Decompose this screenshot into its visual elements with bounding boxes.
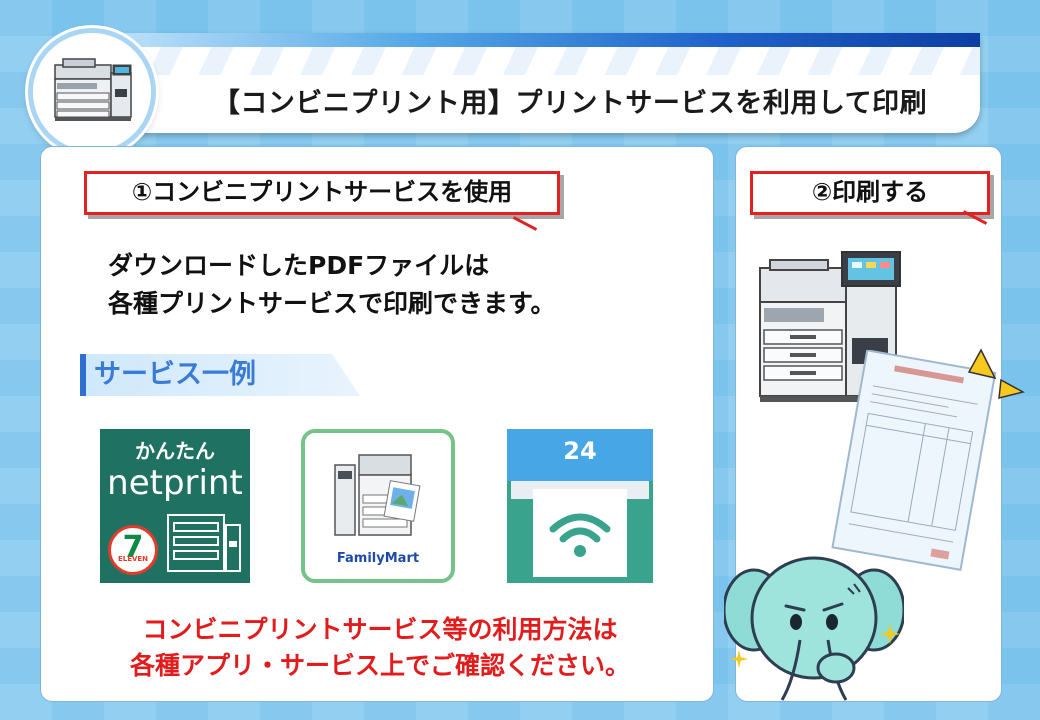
description-line-2: 各種プリントサービスで印刷できます。: [108, 289, 556, 318]
sparkle-icon: [967, 348, 1025, 399]
page-title: 【コンビニプリント用】プリントサービスを利用して印刷: [212, 88, 928, 119]
star-icon: [880, 624, 900, 644]
description-line-1: ダウンロードしたPDFファイルは: [108, 251, 490, 280]
familymart-brand: FamilyMart: [336, 551, 420, 566]
step-1-label: ①コンビニプリントサービスを使用: [84, 171, 560, 215]
step-2-label: ②印刷する: [750, 171, 990, 215]
seven-eleven-text: ELEVEN: [117, 555, 149, 563]
netprint-service-tile[interactable]: かんたん netprint 7 ELEVEN: [100, 429, 250, 583]
print24-number: 24: [563, 437, 597, 465]
multifunction-printer-image: [759, 251, 901, 402]
title-stripe: [110, 33, 980, 47]
notice-line-2: 各種アプリ・サービス上でご確認ください。: [129, 651, 630, 680]
section-label-bar: [80, 354, 86, 396]
printed-document-image: [831, 350, 997, 572]
wifi-icon: [549, 513, 611, 557]
section-title: サービス一例: [94, 359, 256, 390]
title-stripe-pattern: [110, 47, 980, 75]
seven-eleven-logo: 7 ELEVEN: [108, 525, 158, 575]
netprint-printer-icon: [167, 514, 241, 572]
elephant-mascot: [724, 556, 904, 701]
section-label-bg: [80, 354, 360, 396]
printer-icon: [54, 58, 132, 121]
print24-service-tile[interactable]: 24: [507, 429, 653, 583]
netprint-wordmark: netprint: [107, 463, 243, 503]
title-bar: [110, 33, 980, 133]
main-panel: [40, 146, 714, 702]
star-icon: [730, 650, 748, 668]
familymart-service-tile[interactable]: FamilyMart: [301, 429, 455, 583]
print24-header-bar: [507, 429, 653, 481]
header-logo: [28, 28, 156, 156]
seven-eleven-number: 7: [122, 530, 144, 565]
notice-line-1: コンビニプリントサービス等の利用方法は: [142, 615, 618, 644]
netprint-kana: かんたん: [135, 439, 215, 463]
familymart-printer-icon: [334, 454, 421, 536]
